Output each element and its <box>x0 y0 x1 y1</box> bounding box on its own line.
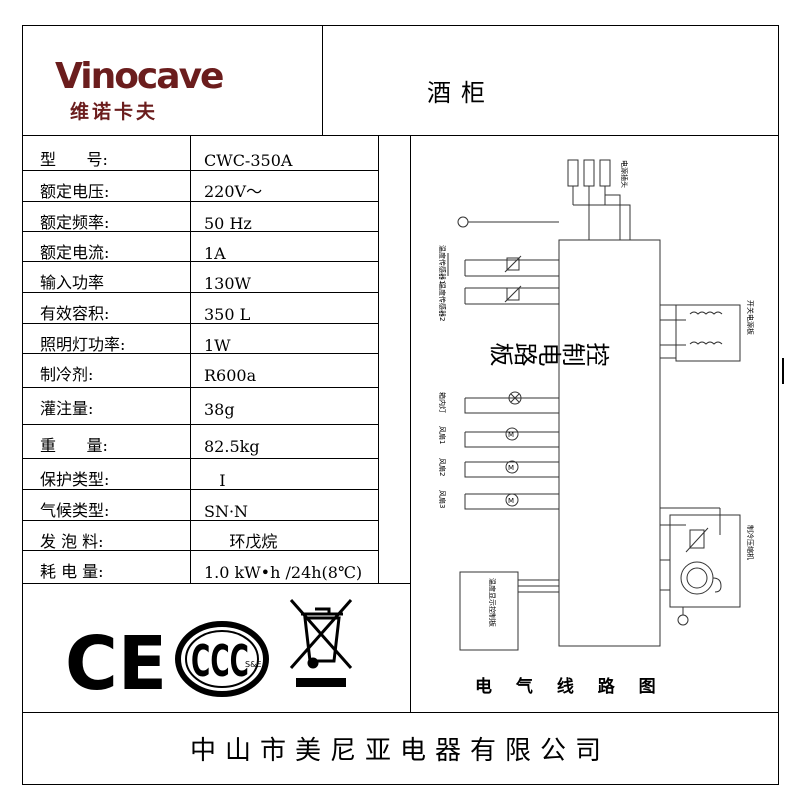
svg-text:制冷压缩机: 制冷压缩机 <box>746 525 755 560</box>
spec-label: 额定电压: <box>40 182 110 201</box>
spec-label: 耗 电 量: <box>40 562 104 581</box>
spec-value: 220V～ <box>204 182 263 201</box>
spec-bottom-divider <box>22 583 410 584</box>
spec-diagram-divider <box>410 135 411 712</box>
svg-text:电源插头: 电源插头 <box>620 160 629 188</box>
spec-value: 130W <box>204 274 251 293</box>
svg-text:温度传感器2: 温度传感器2 <box>438 282 447 321</box>
spec-value: 1A <box>204 244 226 263</box>
spec-row-protection-class: 保护类型: I <box>22 460 378 490</box>
svg-text:M: M <box>508 464 514 472</box>
label-frame <box>22 25 779 785</box>
spec-row-rated-frequency: 额定频率: 50 Hz <box>22 203 378 233</box>
spec-label: 制冷剂: <box>40 365 94 384</box>
spec-value: 1.0 kW•h /24h(8℃) <box>204 563 363 582</box>
company-name: 中山市美尼亚电器有限公司 <box>189 736 610 766</box>
spec-value: 环戊烷 <box>204 532 278 551</box>
spec-value: I <box>204 471 226 490</box>
footer-divider <box>22 712 779 713</box>
header-divider <box>22 135 779 136</box>
power-plug: 电源插头 <box>567 159 631 240</box>
spec-row-input-power: 输入功率 130W <box>22 263 378 293</box>
spec-value: CWC-350A <box>204 151 293 170</box>
compressor: 制冷压缩机 <box>660 507 755 626</box>
spec-value: 1W <box>204 336 231 355</box>
svg-text:温度显示控制板: 温度显示控制板 <box>488 578 497 627</box>
spec-value: 82.5kg <box>204 437 260 456</box>
spec-label: 灌注量: <box>40 399 94 418</box>
spec-row-weight: 重 量: 82.5kg <box>22 426 378 456</box>
svg-text:CE: CE <box>65 621 167 707</box>
spec-row-rated-current: 额定电流: 1A <box>22 233 378 263</box>
cabinet-light: 箱内灯 <box>438 391 559 414</box>
spec-label: 额定频率: <box>40 213 110 232</box>
fan-3: M 风扇3 <box>438 490 559 510</box>
spec-row-energy-consumption: 耗 电 量: 1.0 kW•h /24h(8℃) <box>22 552 378 582</box>
spec-label: 额定电流: <box>40 243 110 262</box>
spec-row-model: 型 号: CWC-350A <box>22 140 378 170</box>
spec-row-rated-voltage: 额定电压: 220V～ <box>22 172 378 202</box>
switch-power-board: 开关电源板 <box>660 300 755 362</box>
svg-text:风扇1: 风扇1 <box>438 426 447 444</box>
header-column-divider <box>322 25 323 135</box>
spec-label: 重 量: <box>40 436 108 455</box>
spec-label: 气候类型: <box>40 501 110 520</box>
display-control-board: 温度显示控制板 <box>459 571 559 651</box>
ground-icon <box>457 216 559 228</box>
control-board-box <box>558 239 661 647</box>
brand-logo-english: Vinocave <box>55 56 224 97</box>
spec-row-climate-class: 气候类型: SN·N <box>22 491 378 521</box>
brand-logo-chinese: 维诺卡夫 <box>70 101 159 123</box>
spec-row-charge: 灌注量: 38g <box>22 389 378 419</box>
svg-text:风扇2: 风扇2 <box>438 458 447 476</box>
crossed-out-wheelie-bin-icon <box>289 599 353 687</box>
spec-value: SN·N <box>204 502 249 521</box>
spec-row-foaming-agent: 发 泡 料: 环戊烷 <box>22 522 378 552</box>
temperature-sensor-1: 温度传感器1 <box>438 245 559 284</box>
ccc-mark: CCC S&E <box>175 621 269 697</box>
fan-2: M 风扇2 <box>438 458 559 478</box>
fan-1: M 风扇1 <box>438 426 559 448</box>
svg-text:箱内灯: 箱内灯 <box>438 392 447 413</box>
edge-marker <box>782 358 784 384</box>
svg-text:M: M <box>508 497 514 505</box>
spec-value: 350 L <box>204 305 251 324</box>
spec-label: 输入功率 <box>40 273 105 292</box>
spec-column-divider <box>190 135 191 583</box>
spec-value: 38g <box>204 400 235 419</box>
svg-text:M: M <box>508 431 514 439</box>
svg-text:S&E: S&E <box>245 660 261 669</box>
product-title: 酒柜 <box>427 79 495 107</box>
spec-value: R600a <box>204 366 257 385</box>
svg-text:风扇3: 风扇3 <box>438 490 447 508</box>
svg-text:CCC: CCC <box>191 636 249 687</box>
spec-label: 型 号: <box>40 150 108 169</box>
control-board-label: 控制电路板 <box>490 338 610 366</box>
spec-label: 发 泡 料: <box>40 532 104 551</box>
svg-text:温度传感器1: 温度传感器1 <box>438 245 447 284</box>
spec-row-volume: 有效容积: 350 L <box>22 294 378 324</box>
ce-mark: CE <box>65 621 167 707</box>
spec-label: 有效容积: <box>40 304 110 323</box>
svg-text:开关电源板: 开关电源板 <box>746 300 755 335</box>
wiring-diagram-caption: 电 气 线 路 图 <box>475 677 665 697</box>
spec-label: 照明灯功率: <box>40 335 126 354</box>
spec-row-refrigerant: 制冷剂: R600a <box>22 355 378 385</box>
temperature-sensor-2: 温度传感器2 <box>438 282 559 321</box>
spec-label: 保护类型: <box>40 470 110 489</box>
spec-row-lamp-power: 照明灯功率: 1W <box>22 325 378 355</box>
spec-value: 50 Hz <box>204 214 252 233</box>
